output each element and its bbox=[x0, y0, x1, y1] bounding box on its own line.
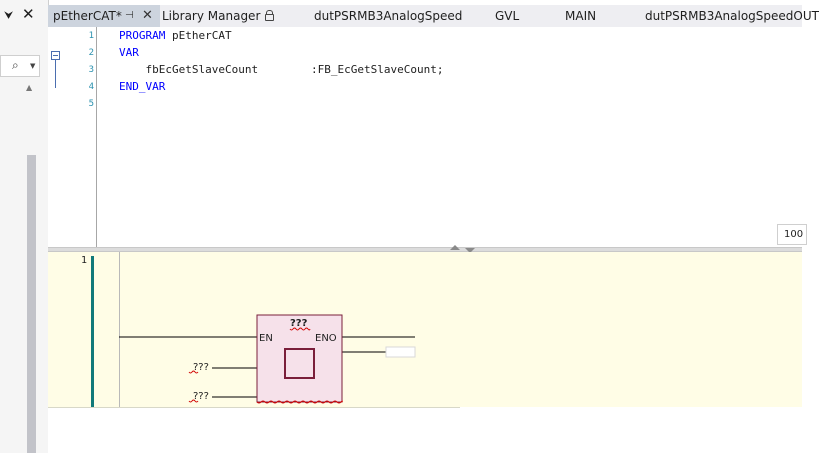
tab-label: Library Manager bbox=[162, 9, 261, 23]
tab-label: pEtherCAT* bbox=[53, 9, 122, 23]
code-line[interactable]: VAR bbox=[119, 46, 139, 59]
search-icon: ⌕ bbox=[12, 58, 19, 72]
close-icon[interactable]: ✕ bbox=[22, 5, 35, 23]
code-text: pEtherCAT bbox=[165, 29, 232, 42]
tab-main[interactable]: MAIN bbox=[565, 5, 596, 27]
scroll-up-icon[interactable]: ▲ bbox=[26, 83, 33, 92]
error-squiggle bbox=[188, 370, 199, 374]
tab-gvl[interactable]: GVL bbox=[495, 5, 519, 27]
lock-icon bbox=[265, 10, 275, 21]
tab-label: dutPSRMB3AnalogSpeed bbox=[314, 9, 463, 23]
tab-label: GVL bbox=[495, 9, 520, 23]
gutter-divider bbox=[96, 27, 97, 247]
tab-label: MAIN bbox=[565, 9, 597, 23]
keyword: VAR bbox=[119, 46, 139, 59]
tab-dutpsrmb3analogspeedout[interactable]: dutPSRMB3AnalogSpeedOUT bbox=[645, 5, 819, 27]
input2-placeholder[interactable]: ??? bbox=[193, 391, 209, 402]
fold-collapse-icon[interactable] bbox=[51, 51, 60, 60]
code-line[interactable]: END_VAR bbox=[119, 80, 165, 93]
line-number: 2 bbox=[88, 48, 94, 58]
scrollbar-thumb[interactable] bbox=[27, 155, 36, 453]
eno-pin-label: ENO bbox=[315, 333, 337, 344]
chevron-down-icon: ▼ bbox=[30, 62, 36, 70]
line-number: 1 bbox=[88, 31, 94, 41]
collapse-down-icon[interactable] bbox=[465, 248, 475, 253]
code-line[interactable]: fbEcGetSlaveCount :FB_EcGetSlaveCount; bbox=[119, 63, 444, 76]
zoom-level[interactable]: 100 bbox=[777, 224, 807, 245]
line-number: 5 bbox=[88, 99, 94, 109]
error-squiggle bbox=[256, 400, 343, 404]
line-number: 3 bbox=[88, 65, 94, 75]
error-squiggle bbox=[289, 327, 311, 331]
network-area[interactable] bbox=[48, 252, 802, 407]
network-number: 1 bbox=[81, 255, 88, 266]
code-text: fbEcGetSlaveCount :FB_EcGetSlaveCount; bbox=[119, 63, 444, 76]
en-pin-label: EN bbox=[259, 333, 273, 344]
function-block-body-icon bbox=[284, 348, 315, 379]
pin-icon[interactable]: ⮟ bbox=[4, 9, 14, 22]
network-bottom-border bbox=[48, 407, 460, 408]
left-panel: ⮟ ✕ ⌕ ▼ ▲ bbox=[0, 0, 49, 453]
fbd-diagram[interactable]: ??? EN ENO ??? ??? bbox=[48, 252, 802, 453]
pin-tab-icon[interactable]: ⊣ bbox=[125, 10, 134, 21]
document-tab-bar: pEtherCAT* ⊣ ✕ Library Manager dutPSRMB3… bbox=[48, 5, 819, 27]
line-number: 4 bbox=[88, 82, 94, 92]
close-tab-icon[interactable]: ✕ bbox=[142, 8, 153, 23]
error-squiggle bbox=[188, 399, 199, 403]
keyword: PROGRAM bbox=[119, 29, 166, 42]
output-variable-box[interactable] bbox=[385, 346, 416, 358]
tab-label: dutPSRMB3AnalogSpeedOUT bbox=[645, 9, 819, 23]
tab-dutpsrmb3analogspeed[interactable]: dutPSRMB3AnalogSpeed bbox=[314, 5, 462, 27]
network-selection-marker bbox=[91, 256, 94, 407]
input1-placeholder[interactable]: ??? bbox=[193, 362, 209, 373]
function-block[interactable] bbox=[256, 314, 343, 403]
collapse-up-icon[interactable] bbox=[450, 245, 460, 250]
tab-library-manager[interactable]: Library Manager bbox=[162, 5, 275, 27]
function-block-title[interactable]: ??? bbox=[290, 318, 308, 329]
declaration-editor[interactable]: 1 2 3 4 5 PROGRAM pEtherCAT VAR fbEcGetS… bbox=[48, 27, 807, 247]
fold-guide-line bbox=[55, 60, 56, 88]
search-dropdown[interactable]: ⌕ ▼ bbox=[0, 55, 40, 77]
tab-pethercat[interactable]: pEtherCAT* ⊣ ✕ bbox=[48, 5, 160, 27]
fbd-editor[interactable]: 1 ??? EN ENO ??? ??? bbox=[48, 252, 802, 453]
network-power-rail bbox=[119, 252, 120, 407]
editor-splitter[interactable] bbox=[48, 245, 802, 253]
code-line[interactable]: PROGRAM pEtherCAT bbox=[119, 29, 232, 42]
keyword: END_VAR bbox=[119, 80, 166, 93]
